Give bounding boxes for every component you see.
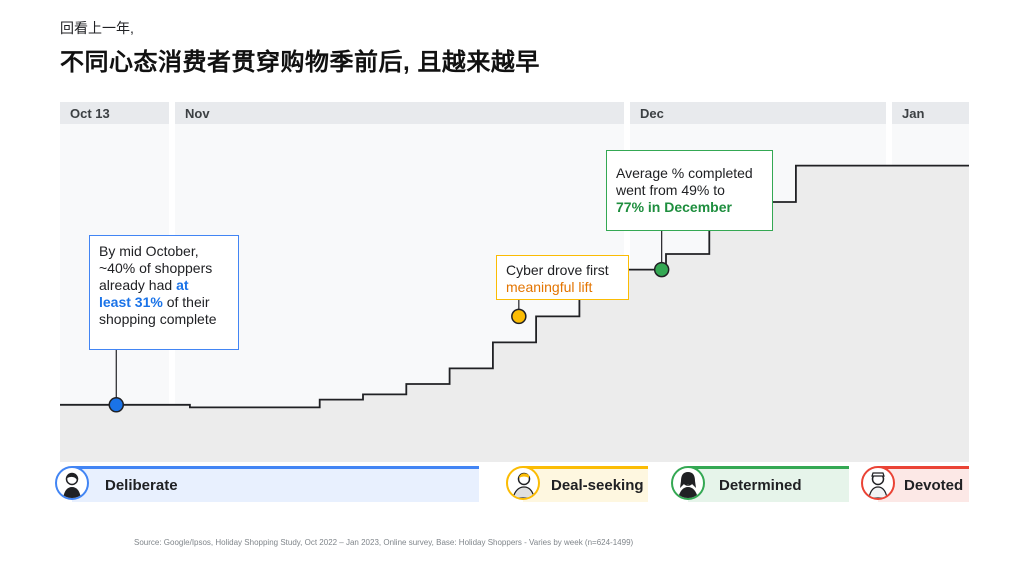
segment-bar [523, 466, 648, 502]
callout-text: went from 49% to [616, 182, 725, 198]
callout-october: By mid October, ~40% of shoppers already… [89, 235, 239, 350]
segment-determined: Determined [688, 466, 849, 502]
month-label: Jan [902, 106, 925, 121]
person-avatar-icon [506, 466, 540, 500]
callout-text: ~40% of shoppers [99, 260, 213, 276]
person-avatar-icon [55, 466, 89, 500]
segment-label: Determined [719, 477, 802, 494]
callout-text: already had at [99, 277, 189, 293]
callout-text: meaningful lift [506, 279, 593, 295]
callout-text: Cyber drove first [506, 262, 609, 278]
callout-december: Average % completed went from 49% to 77%… [606, 150, 773, 231]
callout-text: 77% in December [616, 199, 732, 215]
page-title: 不同心态消费者贯穿购物季前后, 且越来越早 [60, 49, 540, 76]
source-note: Source: Google/Ipsos, Holiday Shopping S… [134, 538, 634, 547]
area-fill [60, 165, 969, 462]
milestone-marker [108, 397, 125, 413]
callout-text: By mid October, [99, 243, 199, 259]
segment-label: Deliberate [105, 477, 178, 494]
callout-cyber: Cyber drove first meaningful lift [496, 255, 629, 300]
callout-text: Average % completed [616, 165, 753, 181]
milestone-marker [653, 261, 670, 278]
callout-text: shopping complete [99, 311, 217, 327]
callout-text: least 31% of their [99, 294, 210, 310]
segment-bar [688, 466, 849, 502]
month-label: Dec [640, 106, 664, 121]
month-header-oct: Oct 13 [60, 102, 169, 124]
segment-deliberate: Deliberate [72, 466, 479, 502]
month-header-dec: Dec [630, 102, 886, 124]
segment-deal-seeking: Deal-seeking [523, 466, 648, 502]
chart-area-fill [60, 165, 969, 462]
month-label: Nov [185, 106, 210, 121]
person-avatar-icon [671, 466, 705, 500]
segment-bar [72, 466, 479, 502]
chart-markers [108, 261, 670, 413]
subtitle: 回看上一年, [60, 20, 134, 36]
milestone-marker [511, 308, 527, 325]
segment-label: Deal-seeking [551, 477, 644, 494]
month-header-jan: Jan [892, 102, 969, 124]
segment-label: Devoted [904, 477, 964, 494]
month-header-nov: Nov [175, 102, 624, 124]
month-label: Oct 13 [70, 106, 110, 121]
person-avatar-icon [861, 466, 895, 500]
